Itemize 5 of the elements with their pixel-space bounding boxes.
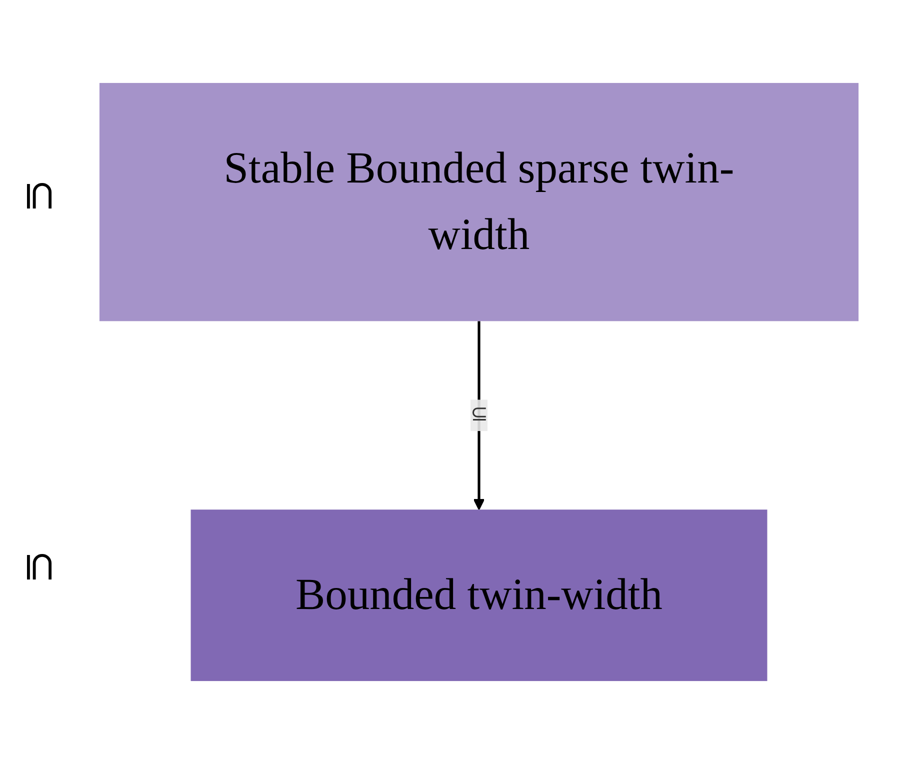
node-box: Stable Bounded sparse twin-width — [98, 82, 858, 321]
node-box: Bounded twin-width — [190, 509, 767, 681]
edge-label: ⊆ — [470, 403, 488, 426]
subset-symbol: ⊆ — [17, 178, 63, 214]
subset-symbol: ⊆ — [17, 549, 63, 586]
